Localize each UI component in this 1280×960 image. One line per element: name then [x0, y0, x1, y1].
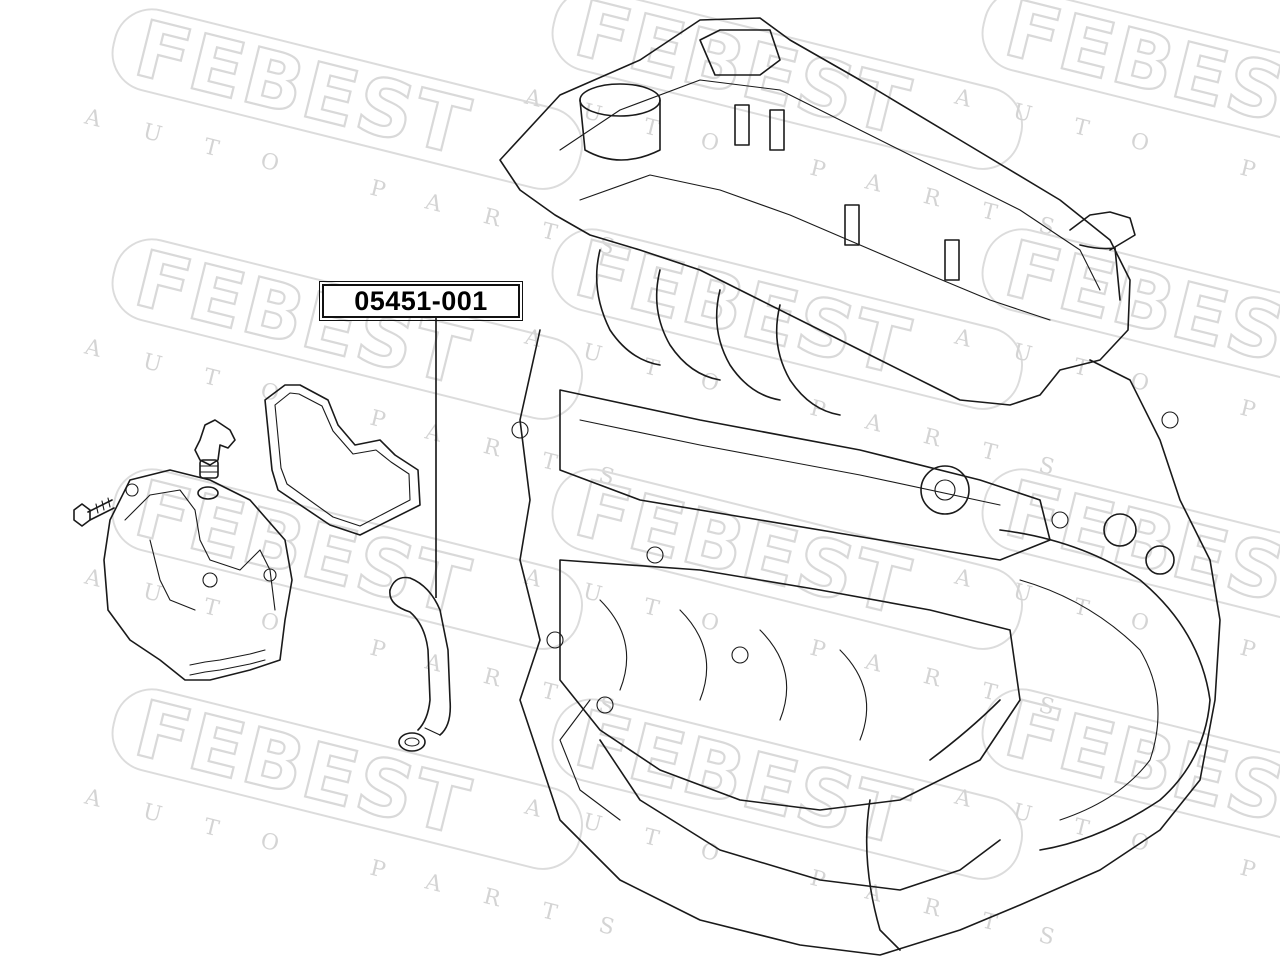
breather-hose [389, 576, 452, 752]
part-number-label: 05451-001 [319, 281, 523, 321]
watermark-layer: FEBEST AUTO PARTS FEBEST AUTO PARTS FEBE… [81, 0, 1280, 960]
bolt [73, 497, 115, 527]
cover-housing [103, 469, 293, 681]
watermark: FEBEST AUTO PARTS [951, 683, 1280, 951]
engine-block [499, 17, 1221, 956]
sensor-part [194, 419, 236, 500]
valve-cover-gasket [264, 384, 421, 536]
